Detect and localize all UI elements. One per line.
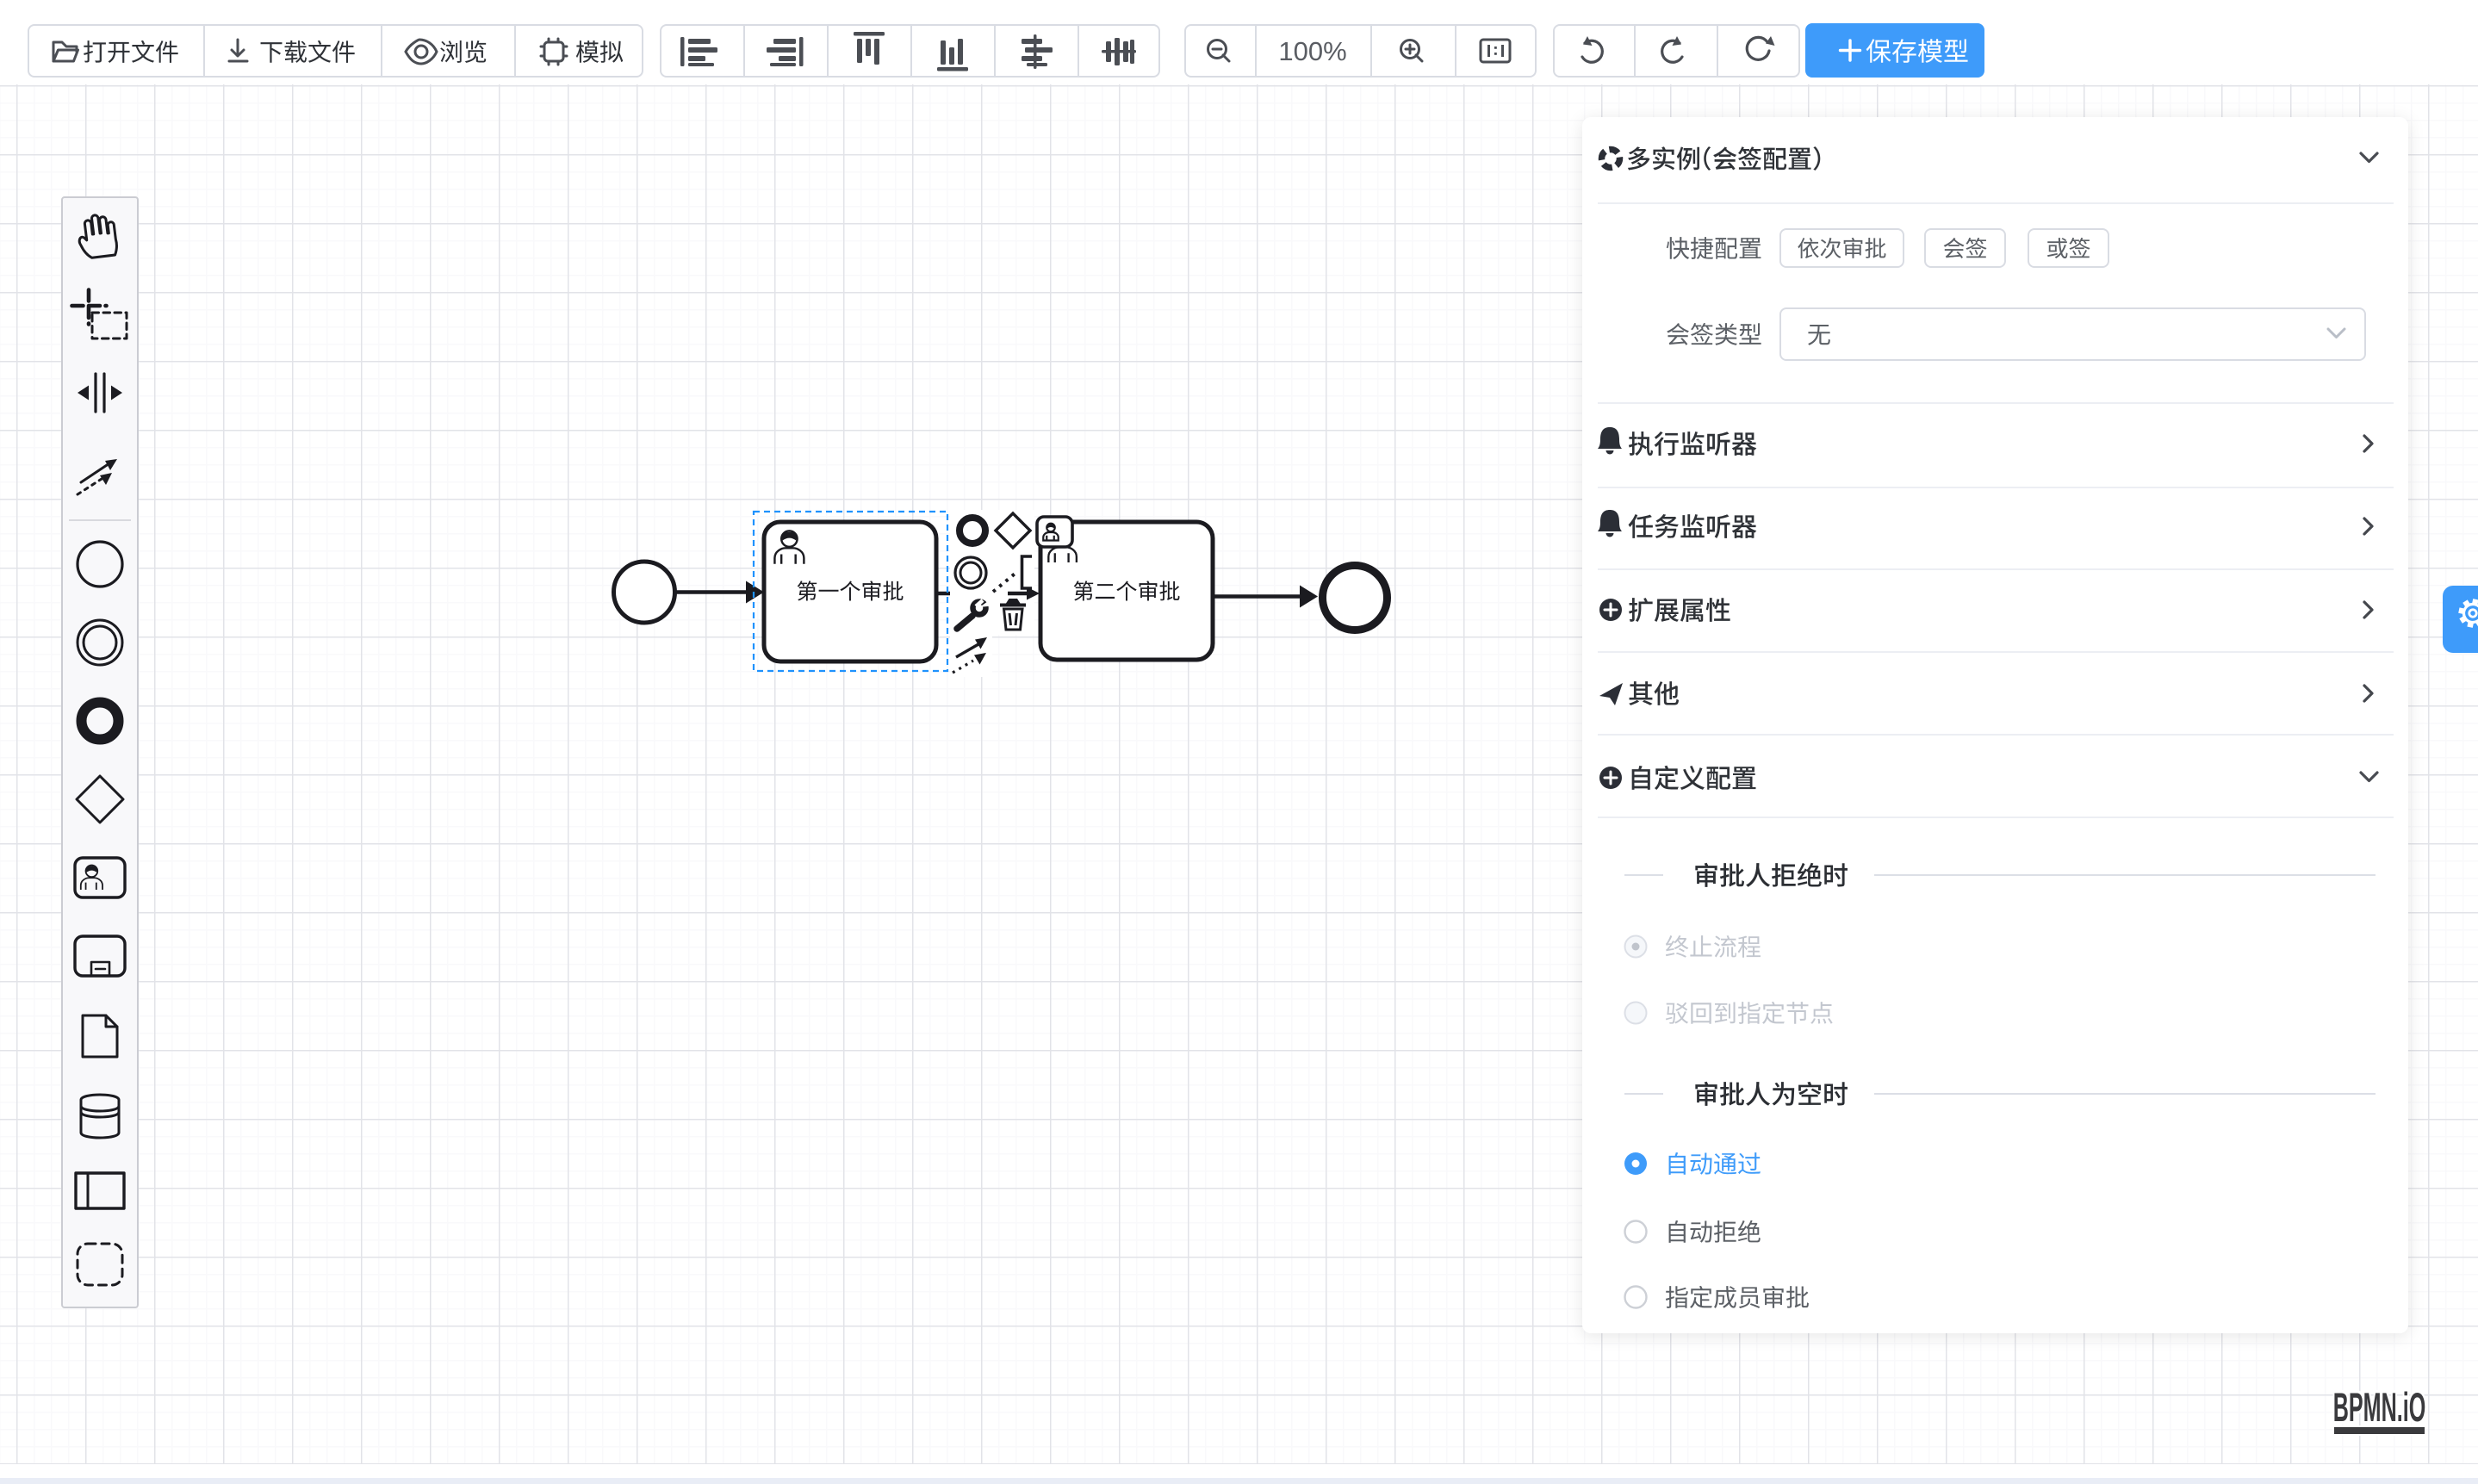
svg-text:BPMN.iO: BPMN.iO: [2333, 1385, 2426, 1430]
svg-text:100%: 100%: [1278, 36, 1346, 66]
